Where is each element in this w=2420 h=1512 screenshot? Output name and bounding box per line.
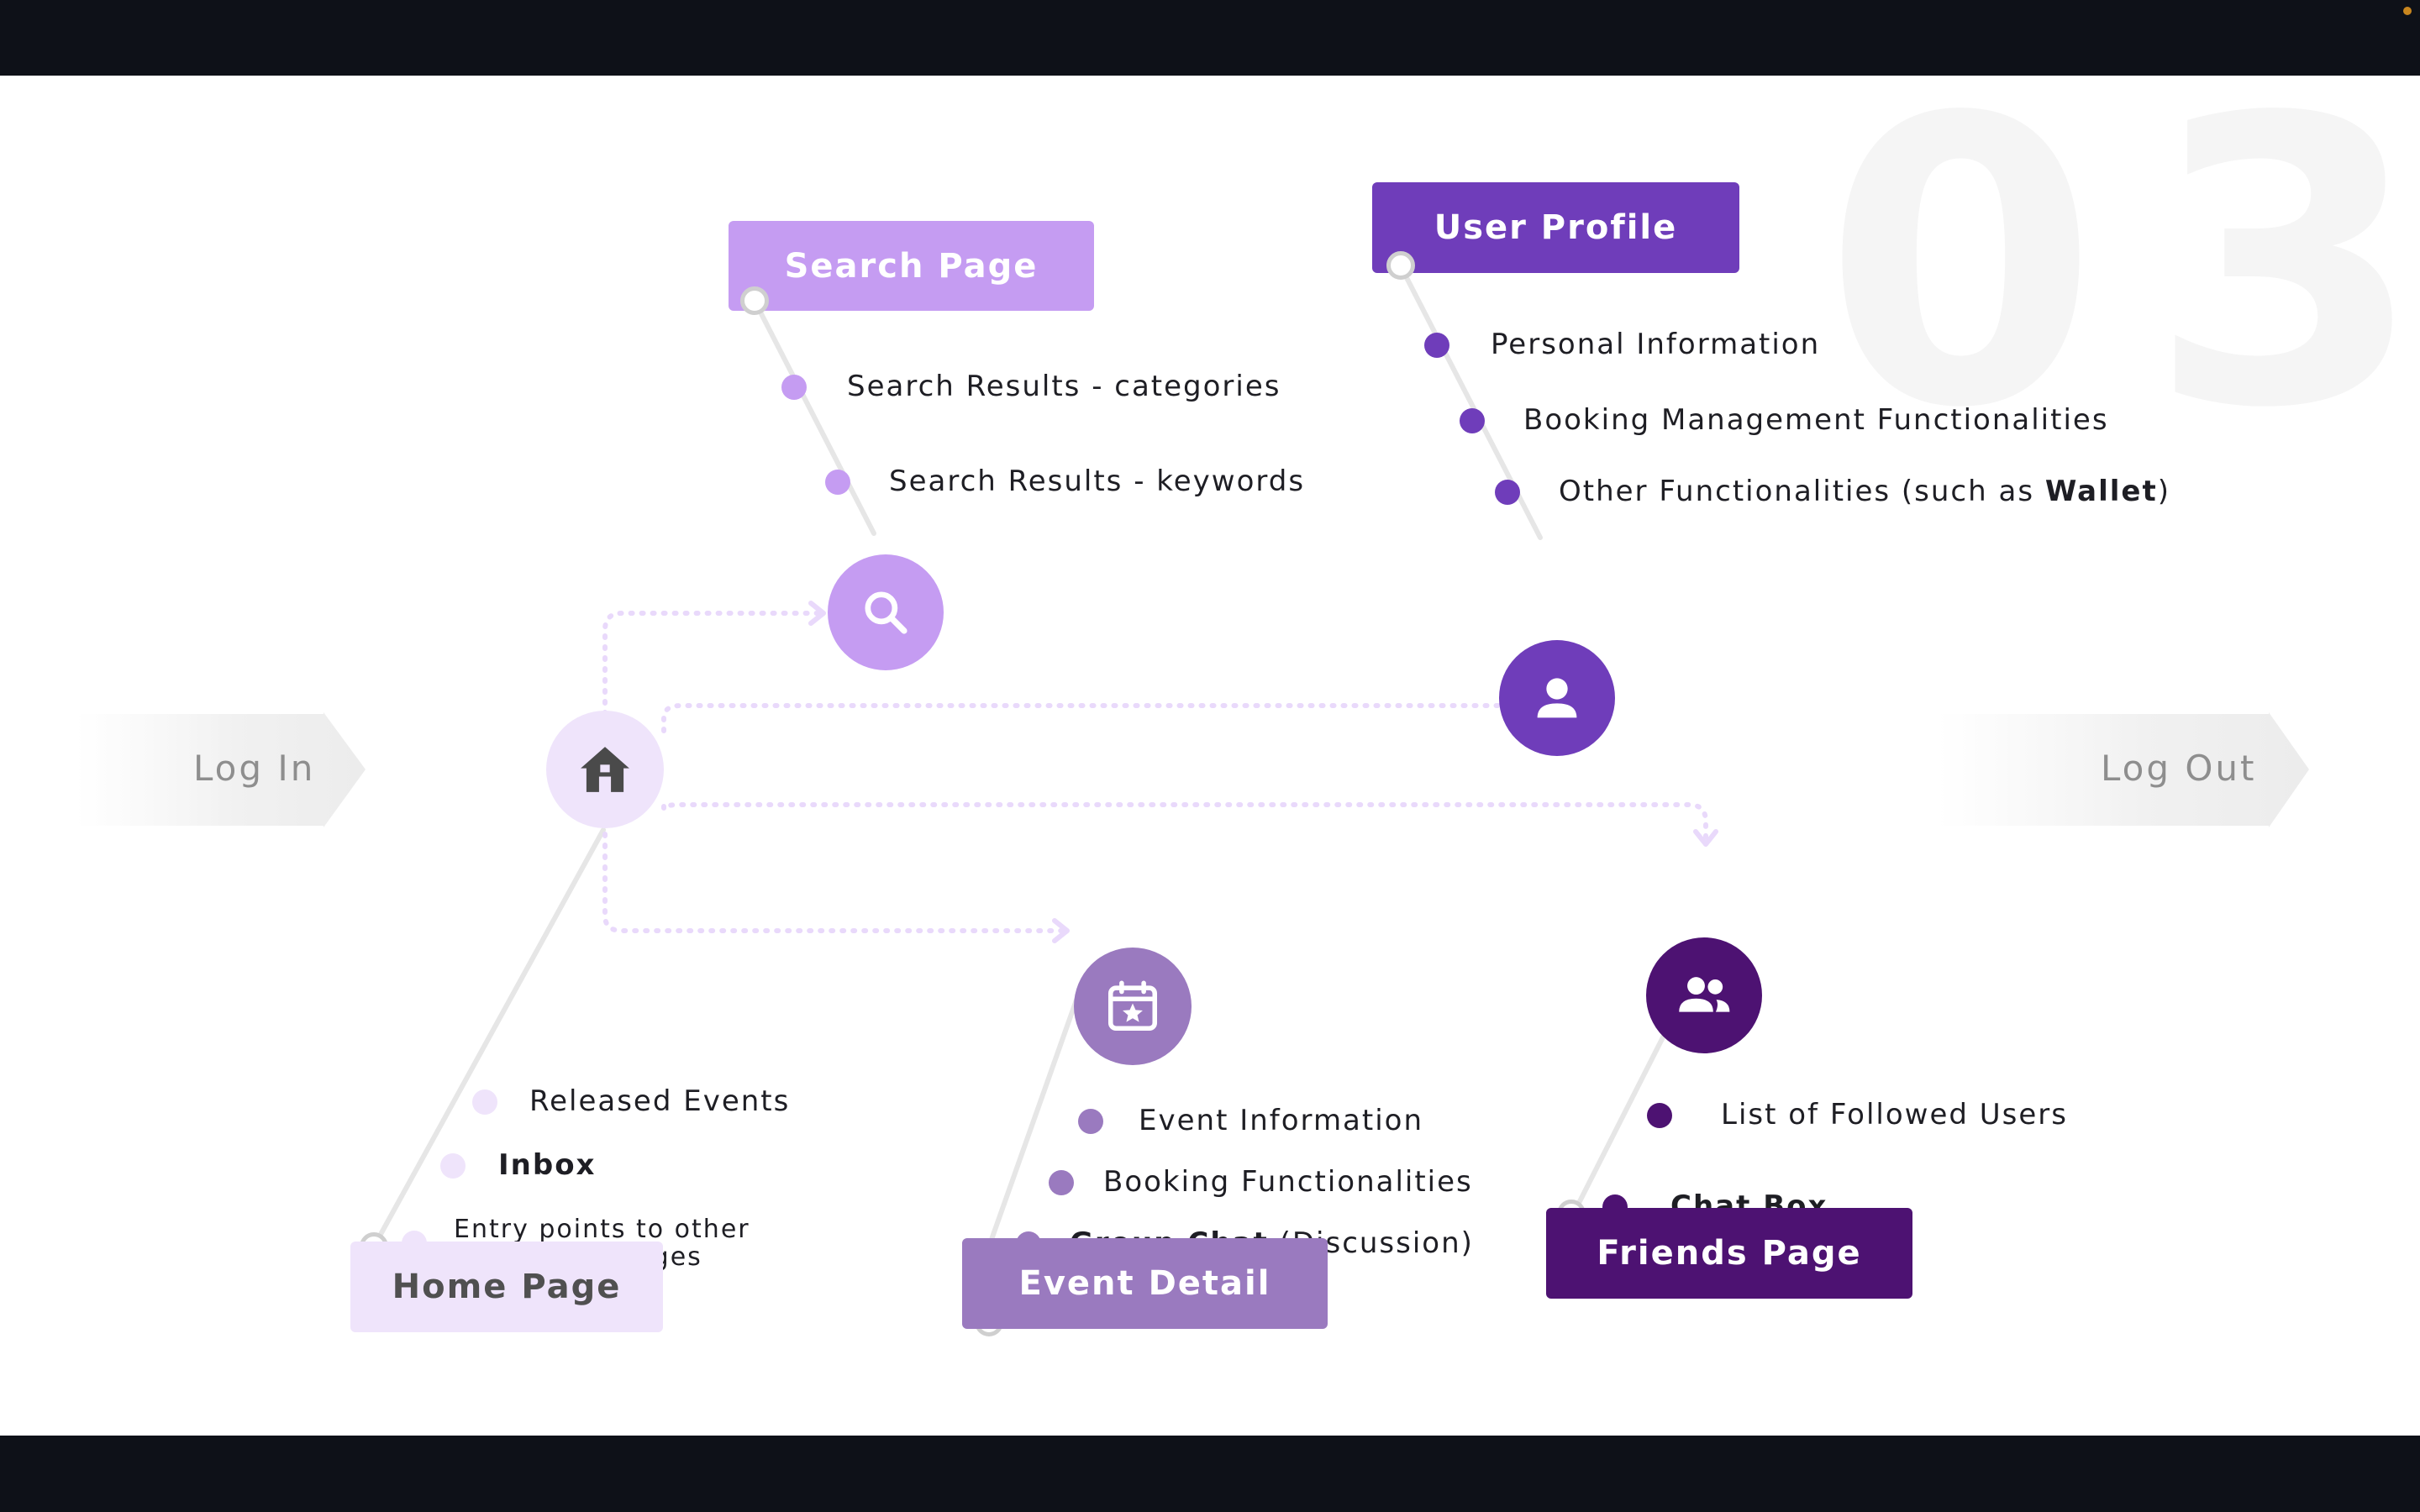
home-item: Released Events xyxy=(529,1084,791,1118)
slide-number: 03 xyxy=(1823,76,2420,494)
profile-item-dot xyxy=(1460,408,1485,433)
friends-item-dot xyxy=(1647,1103,1672,1128)
logout-label: Log Out xyxy=(2101,748,2257,789)
home-page-box: Home Page xyxy=(350,1242,663,1332)
home-spine xyxy=(371,827,606,1249)
search-page-box: Search Page xyxy=(729,221,1094,311)
arrowhead-search xyxy=(808,601,826,626)
home-item-inbox: Inbox xyxy=(498,1148,597,1182)
logout-arrow-shape xyxy=(1937,712,2309,827)
login-arrow-shape xyxy=(76,711,324,712)
connector-home-friends xyxy=(661,802,1708,843)
profile-item: Personal Information xyxy=(1491,328,1821,361)
connector-home-event xyxy=(602,821,1065,933)
event-item: Event Information xyxy=(1139,1104,1424,1137)
recording-indicator xyxy=(2403,7,2412,15)
search-icon xyxy=(865,591,908,634)
profile-item: Booking Management Functionalities xyxy=(1523,403,2109,437)
calendar-star-icon xyxy=(1107,980,1158,1032)
profile-other-bold: Wallet xyxy=(2044,475,2158,508)
home-item-dot xyxy=(440,1153,466,1179)
search-item-dot xyxy=(825,470,850,495)
event-spine xyxy=(986,976,1086,1249)
connector-home-profile xyxy=(661,682,1557,733)
login-arrow-shape xyxy=(76,712,366,827)
search-item-dot xyxy=(781,375,807,400)
profile-other-prefix: Other Functionalities (such as xyxy=(1559,475,2045,508)
search-spine xyxy=(752,298,876,536)
profile-node xyxy=(1499,640,1615,756)
top-letterbox-bar xyxy=(0,0,2420,76)
search-item: Search Results - categories xyxy=(847,370,1281,403)
event-node xyxy=(1074,948,1192,1065)
friends-page-box: Friends Page xyxy=(1546,1208,1912,1299)
connector-home-search xyxy=(602,611,822,717)
profile-item-dot xyxy=(1424,333,1449,358)
home-icon xyxy=(581,747,629,792)
friends-item: List of Followed Users xyxy=(1721,1098,2068,1131)
profile-item-other: Other Functionalities (such as Wallet) xyxy=(1559,475,2170,509)
arrowhead-friends xyxy=(1693,829,1718,847)
flow-diagram xyxy=(76,264,2309,1249)
bottom-letterbox-bar xyxy=(0,1436,2420,1512)
group-icon xyxy=(1679,977,1730,1012)
login-label: Log In xyxy=(193,748,316,789)
search-node xyxy=(828,554,944,670)
profile-item-dot xyxy=(1495,480,1520,505)
profile-other-suffix: ) xyxy=(2157,475,2170,508)
user-icon xyxy=(1537,678,1577,718)
home-item-dot xyxy=(472,1089,497,1115)
home-node xyxy=(546,711,664,828)
profile-spine-start xyxy=(1386,251,1415,280)
user-profile-box: User Profile xyxy=(1372,182,1739,273)
search-spine-start xyxy=(740,286,769,315)
friends-node xyxy=(1646,937,1762,1053)
search-item: Search Results - keywords xyxy=(889,465,1306,498)
event-item-dot xyxy=(1049,1170,1074,1195)
event-detail-box: Event Detail xyxy=(962,1238,1328,1329)
event-item-dot xyxy=(1078,1109,1103,1134)
arrowhead-event xyxy=(1052,918,1070,943)
profile-spine xyxy=(1398,264,1543,540)
event-item: Booking Functionalities xyxy=(1103,1165,1473,1199)
slide: 03 xyxy=(0,76,2420,1436)
